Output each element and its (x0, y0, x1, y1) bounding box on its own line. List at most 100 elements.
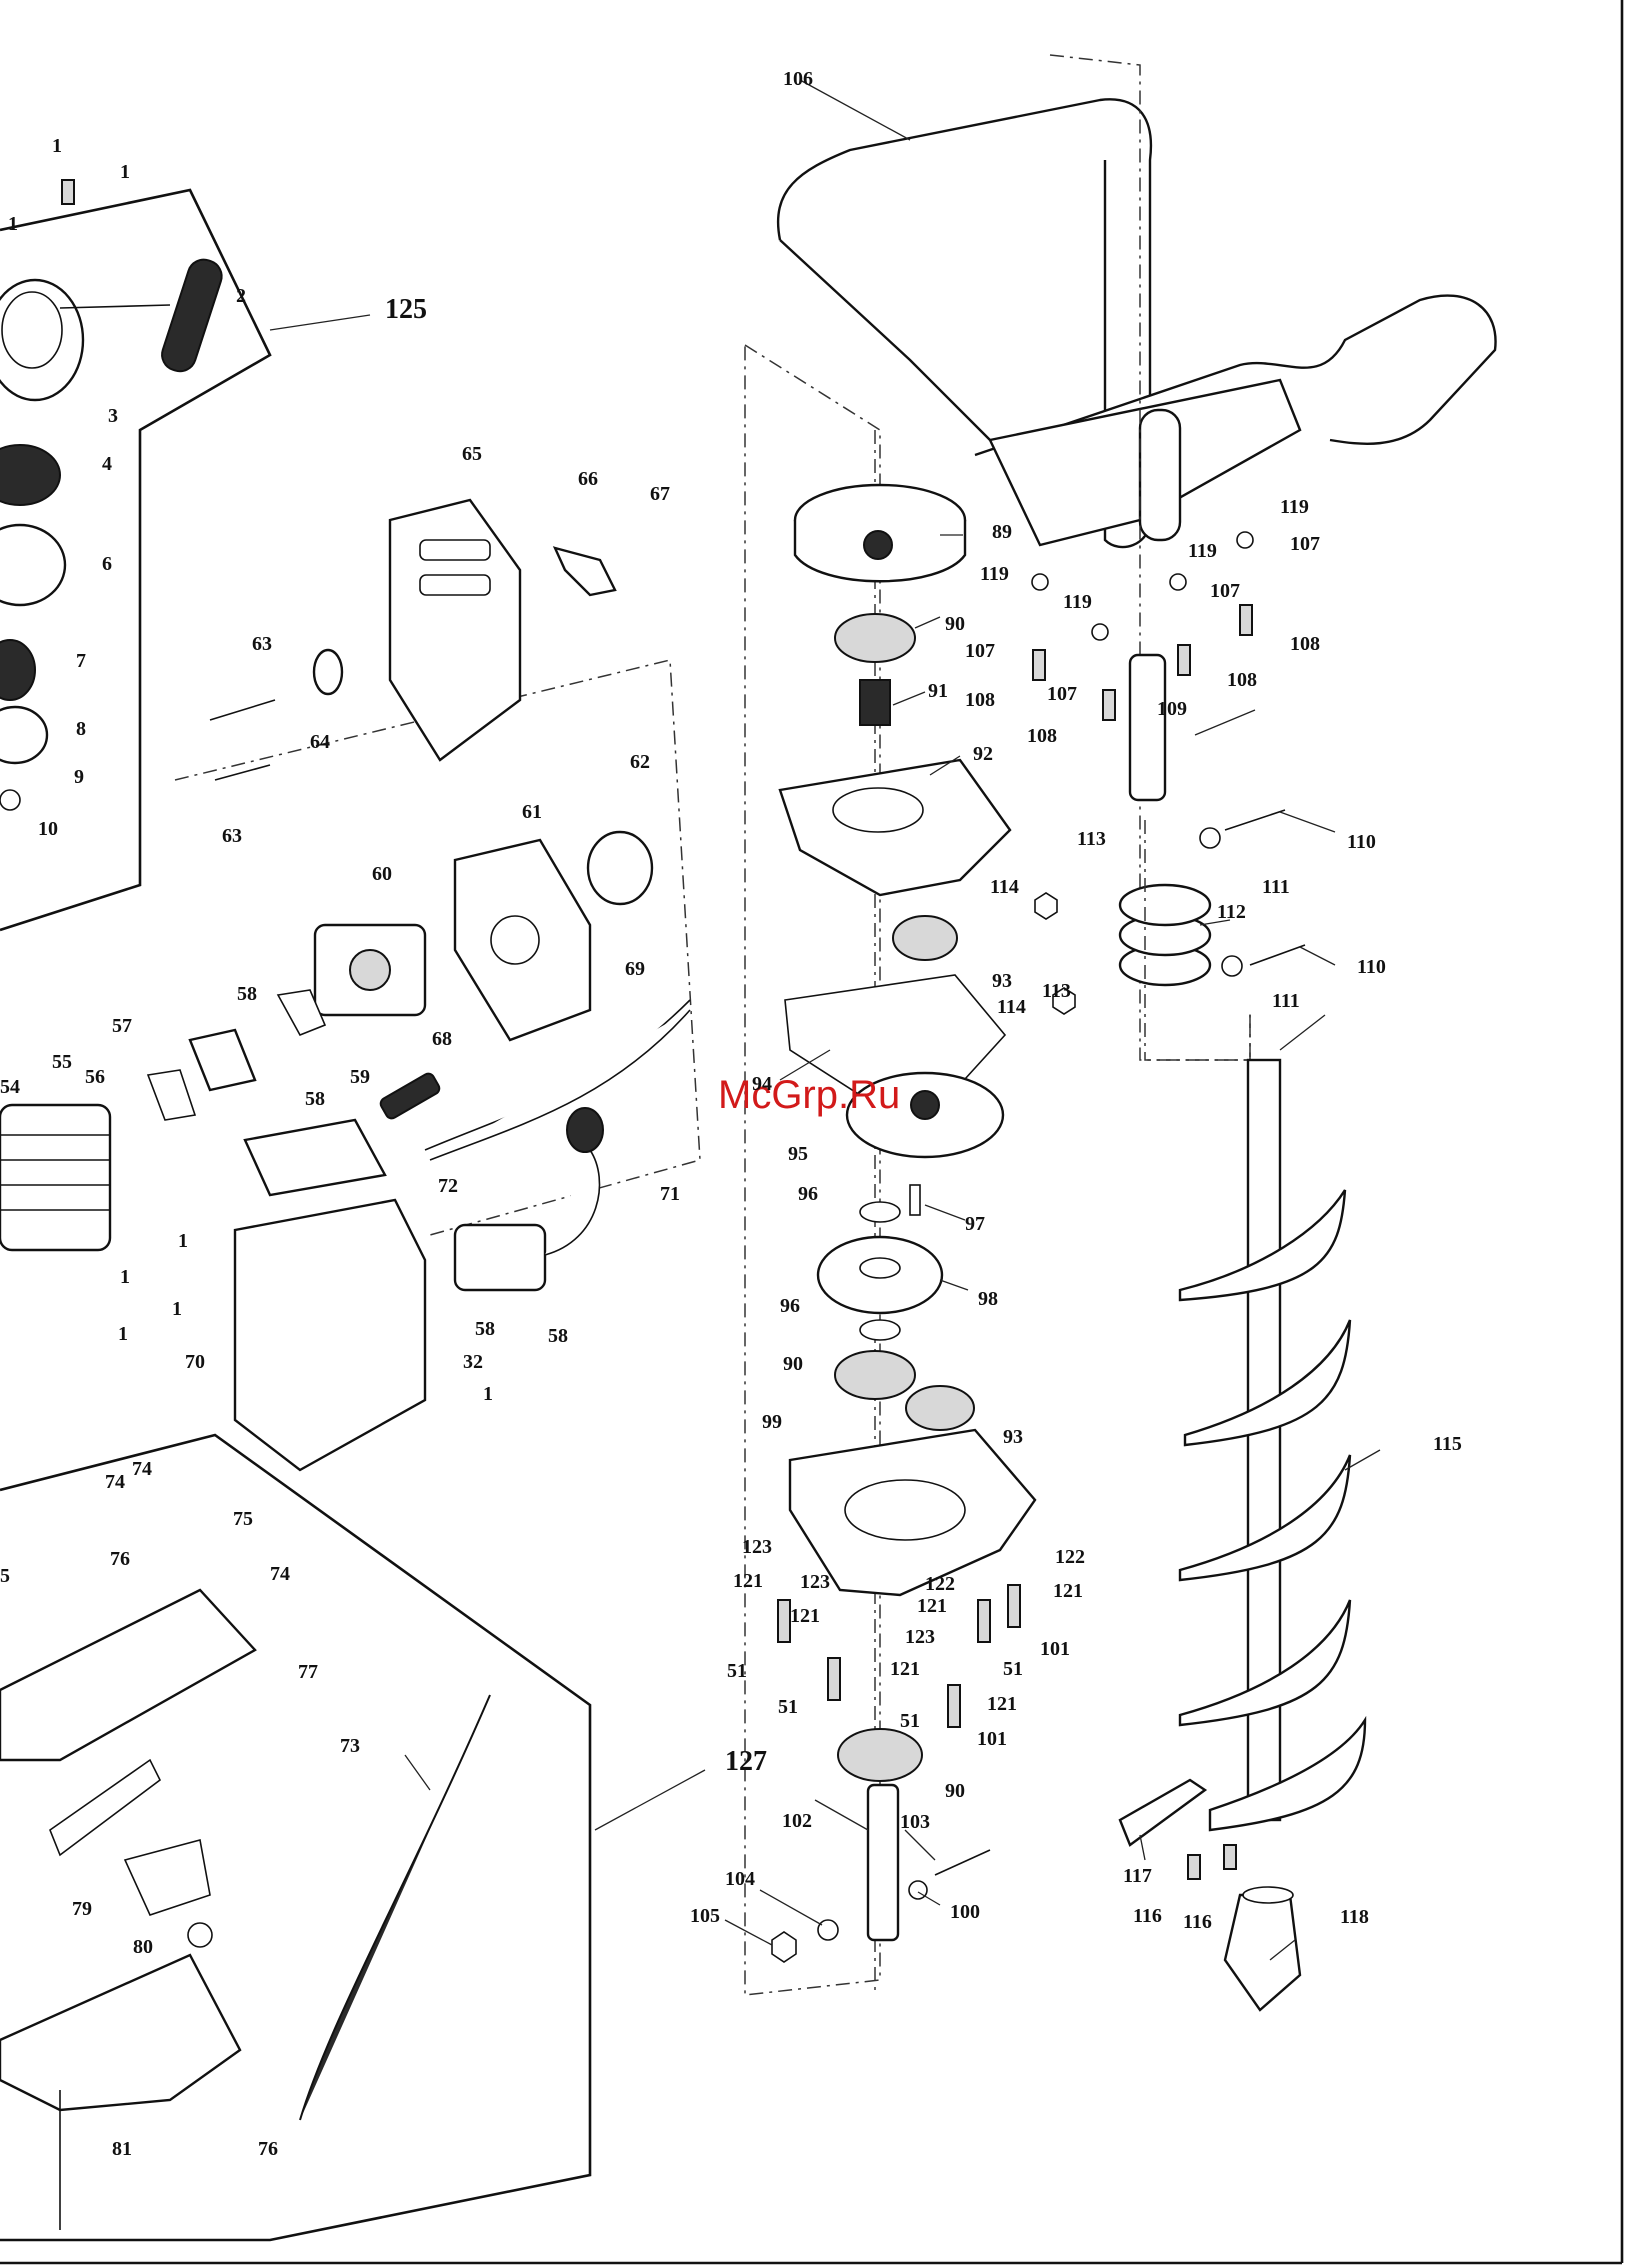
high-tension-lead (544, 1149, 601, 1256)
group-127-outline (0, 1433, 592, 2242)
handlebar-axis-dash (1049, 54, 1251, 1061)
gear-bore (859, 1257, 901, 1279)
bolt (1102, 689, 1116, 721)
filter-ring (586, 830, 654, 906)
bearing (834, 613, 916, 663)
callout-58: 58 (475, 1318, 495, 1340)
cover-bore (832, 787, 924, 833)
case-bolt (977, 1599, 991, 1643)
long-bolt (209, 699, 276, 721)
filter-opening (490, 915, 540, 965)
callout-68: 68 (432, 1028, 452, 1050)
callout-51: 51 (727, 1660, 747, 1682)
callout-51: 51 (1003, 1658, 1023, 1680)
center-tube (1138, 408, 1182, 542)
nut (771, 1931, 797, 1963)
bolt (1224, 809, 1286, 831)
callout-110: 110 (1357, 956, 1386, 978)
callout-58: 58 (305, 1088, 325, 1110)
callout-63: 63 (252, 633, 272, 655)
callout-3: 3 (108, 405, 118, 427)
group-label-127: 127 (725, 1746, 767, 1777)
coupling-shaft (1128, 653, 1167, 802)
callout-112: 112 (1217, 901, 1246, 923)
callout-4: 4 (102, 453, 112, 475)
callout-57: 57 (112, 1015, 132, 1037)
callout-107: 107 (965, 640, 995, 662)
washer (1091, 623, 1109, 641)
handle-half-lower (0, 1953, 242, 2112)
auger-point (1223, 1893, 1302, 2012)
callout-61: 61 (522, 801, 542, 823)
bolt (1032, 649, 1046, 681)
callout-77: 77 (298, 1661, 318, 1683)
muffler-cover (243, 1118, 387, 1197)
callout-74: 74 (132, 1458, 152, 1480)
insulator-gasket (276, 989, 327, 1037)
auger-flight (1178, 1189, 1347, 1302)
washer (0, 789, 21, 811)
case-bolt (827, 1657, 841, 1701)
callout-123: 123 (800, 1571, 830, 1593)
callout-114: 114 (990, 876, 1019, 898)
callout-104: 104 (725, 1868, 755, 1890)
case-bolt (777, 1599, 791, 1643)
callout-69: 69 (625, 958, 645, 980)
gasket (146, 1069, 197, 1121)
choke-lever (312, 648, 344, 696)
case-bolt (1007, 1584, 1021, 1628)
callout-76: 76 (110, 1548, 130, 1570)
callout-51: 51 (900, 1710, 920, 1732)
callout-110: 110 (1347, 831, 1376, 853)
callout-51: 51 (778, 1696, 798, 1718)
throttle-cable (299, 1694, 491, 2121)
callout-60: 60 (372, 863, 392, 885)
callout-1: 1 (178, 1230, 188, 1252)
callout-96: 96 (798, 1183, 818, 1205)
callout-101: 101 (977, 1728, 1007, 1750)
washer (817, 1919, 839, 1941)
callout-64: 64 (310, 731, 330, 753)
cylinder (0, 1103, 112, 1252)
handlebar-tube-left (777, 98, 1153, 549)
callout-119: 119 (1188, 540, 1217, 562)
callout-111: 111 (1262, 876, 1290, 898)
nut (1034, 892, 1058, 920)
coupling-dash (1144, 820, 1251, 1061)
callout-101: 101 (1040, 1638, 1070, 1660)
callout-93: 93 (992, 970, 1012, 992)
watermark-text: McGrp.Ru (718, 1073, 900, 1117)
callout-123: 123 (742, 1536, 772, 1558)
callout-1: 1 (120, 161, 130, 183)
callout-71: 71 (660, 1183, 680, 1205)
air-filter-cover (388, 498, 522, 762)
callout-122: 122 (1055, 1546, 1085, 1568)
plug-cap (566, 1107, 604, 1153)
pin (909, 1184, 921, 1216)
circlip (859, 1201, 901, 1223)
callout-90: 90 (945, 1780, 965, 1802)
callout-9: 9 (74, 766, 84, 788)
callout-99: 99 (762, 1411, 782, 1433)
callout-93: 93 (1003, 1426, 1023, 1448)
callout-95: 95 (788, 1143, 808, 1165)
muffler (233, 1198, 427, 1472)
callout-56: 56 (85, 1066, 105, 1088)
shaft-bolt (934, 1849, 991, 1876)
output-shaft (866, 1783, 900, 1942)
callout-1: 1 (120, 1266, 130, 1288)
long-bolt (214, 764, 271, 781)
callout-107: 107 (1047, 683, 1077, 705)
callout-65: 65 (462, 443, 482, 465)
handlebar-fasteners (1031, 531, 1254, 1015)
callout-1: 1 (118, 1323, 128, 1345)
callout-75: 75 (233, 1508, 253, 1530)
callout-121: 121 (790, 1605, 820, 1627)
callout-121: 121 (1053, 1580, 1083, 1602)
starter-assembly (0, 179, 272, 932)
ratchet (0, 705, 49, 765)
washer (1169, 573, 1187, 591)
recoil-spring (0, 444, 61, 506)
callout-122: 122 (925, 1573, 955, 1595)
